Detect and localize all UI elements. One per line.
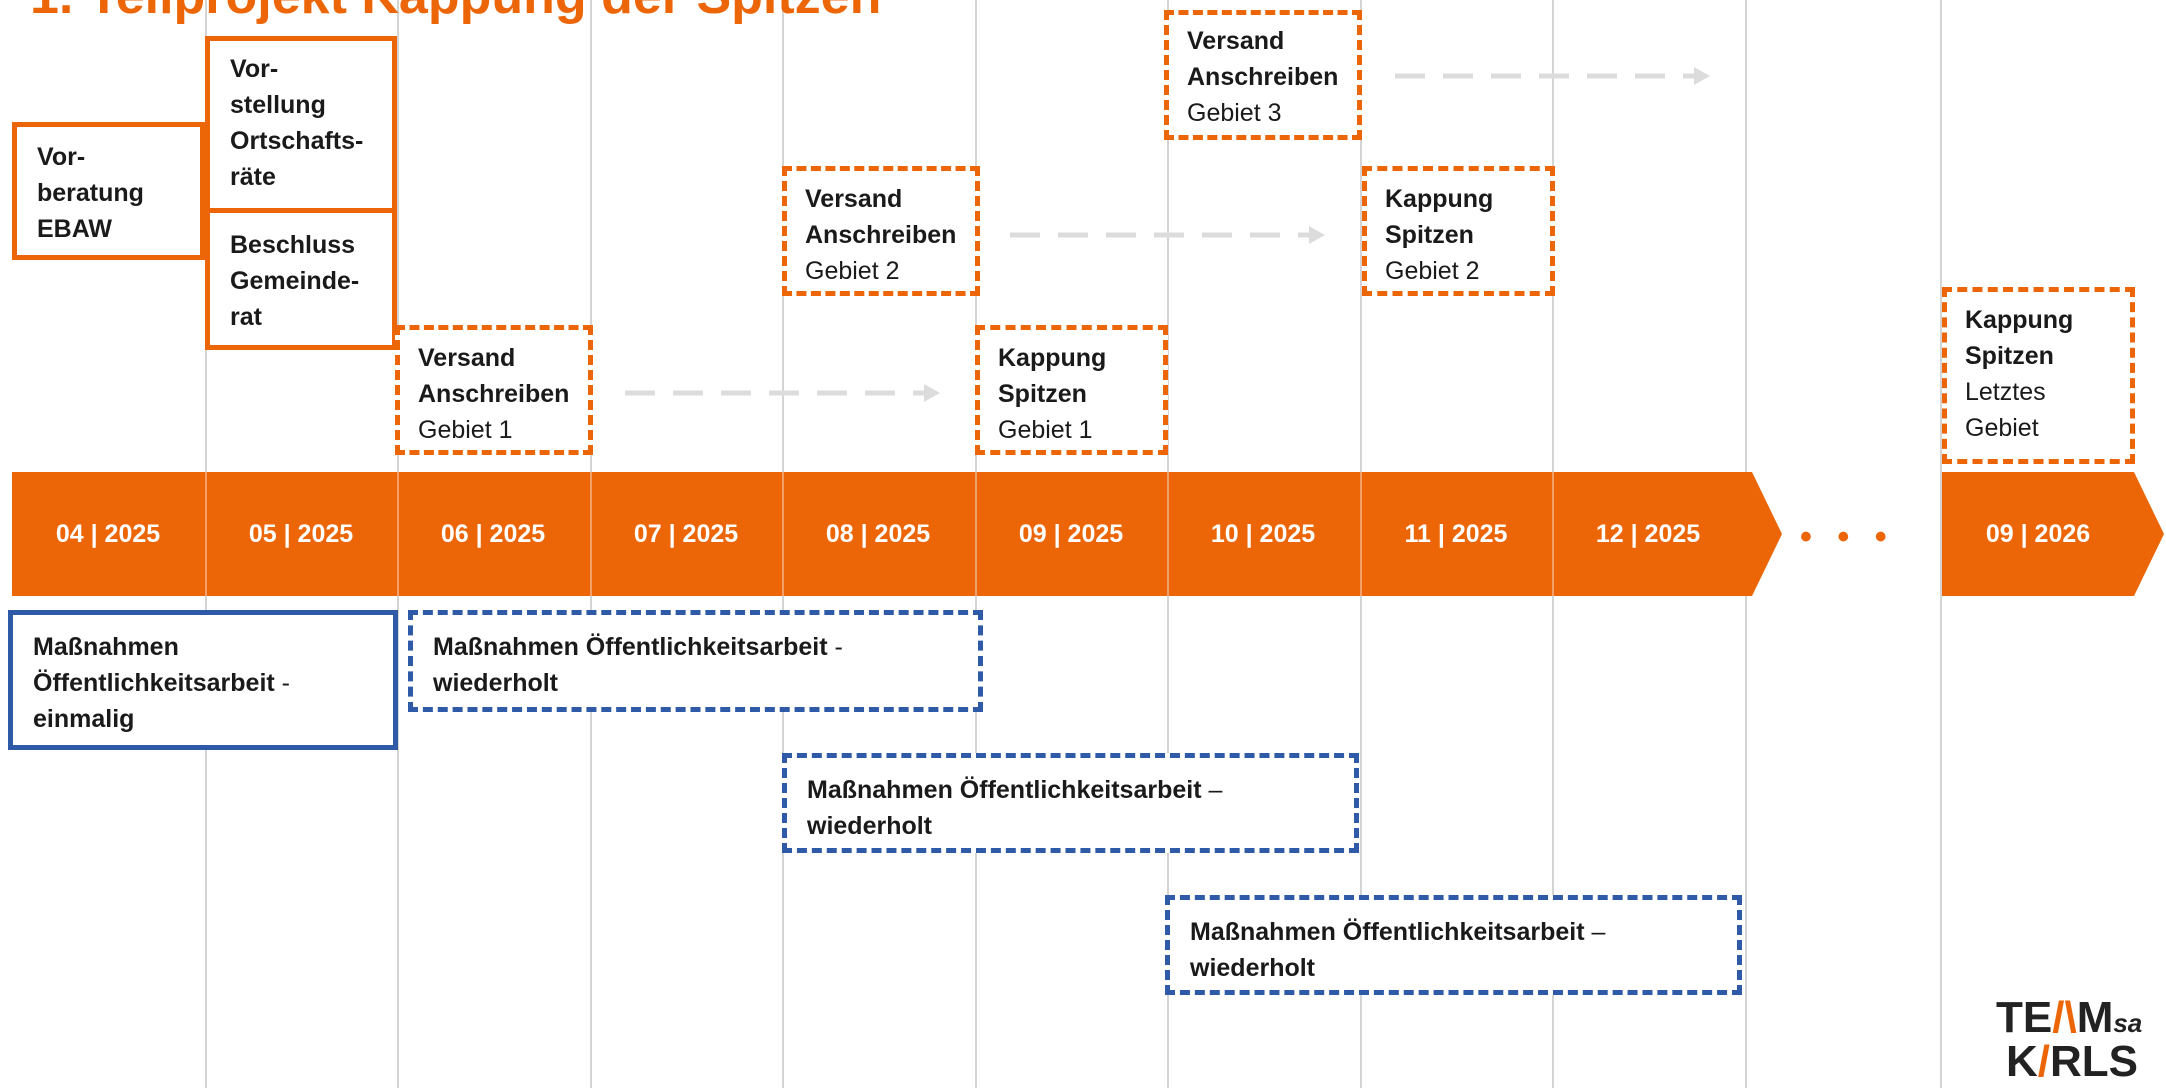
logo-text: K (2006, 1037, 2038, 1086)
box-label: Kappung Spitzen (998, 344, 1107, 408)
logo-triangle-icon: /\ (2052, 993, 2077, 1042)
logo-text: M (2076, 993, 2114, 1042)
box-sublabel: Letztes Gebiet (1965, 378, 2046, 442)
month-label: 09 | 2026 (1985, 520, 2091, 548)
pr-label: Maßnahmen Öffentlichkeitsarbeit (807, 776, 1202, 804)
month-label: 12 | 2025 (1595, 520, 1701, 548)
timeline-end-arrow-tip (2134, 472, 2164, 596)
timeline-bar (12, 472, 1752, 596)
bar-separator (1360, 472, 1362, 596)
month-label: 10 | 2025 (1210, 520, 1316, 548)
month-label: 09 | 2025 (1018, 520, 1124, 548)
timeline-arrow-tip (1752, 472, 1782, 596)
pr-box-wiederholt-1: Maßnahmen Öffentlichkeitsarbeit - wieder… (408, 610, 983, 712)
bar-separator (975, 472, 977, 596)
ellipsis-icon: • • • (1800, 518, 1895, 556)
logo-text: RLS (2050, 1037, 2139, 1086)
bar-separator (397, 472, 399, 596)
box-label: Vor- stellung Ortschafts- räte (230, 55, 364, 191)
team-karlsruhe-logo-line2: K/RLS (2006, 1040, 2138, 1084)
box-sublabel: Gebiet 2 (1385, 257, 1480, 285)
box-vorstellung: Vor- stellung Ortschafts- räte (205, 36, 397, 213)
box-vorberatung: Vor- beratung EBAW (12, 122, 205, 260)
pr-box-wiederholt-3: Maßnahmen Öffentlichkeitsarbeit – wieder… (1165, 895, 1742, 995)
box-label: Beschluss Gemeinde- rat (230, 231, 360, 331)
box-versand-gebiet1: Versand Anschreiben Gebiet 1 (395, 325, 593, 455)
box-sublabel: Gebiet 2 (805, 257, 900, 285)
pr-dash: – (1201, 776, 1223, 804)
box-label: Kappung Spitzen (1385, 185, 1494, 249)
bar-separator (1167, 472, 1169, 596)
pr-label-suffix: einmalig (33, 705, 135, 733)
team-karlsruhe-logo: TE/\Msa (1996, 996, 2142, 1045)
month-label: 08 | 2025 (825, 520, 931, 548)
month-label: 07 | 2025 (633, 520, 739, 548)
bar-separator (590, 472, 592, 596)
timeline-bar-end (1942, 472, 2134, 596)
pr-box-wiederholt-2: Maßnahmen Öffentlichkeitsarbeit – wieder… (782, 753, 1359, 853)
box-sublabel: Gebiet 3 (1187, 99, 1282, 127)
box-label: Kappung Spitzen (1965, 306, 2074, 370)
pr-label: Maßnahmen Öffentlichkeitsarbeit (1190, 918, 1585, 946)
box-label: Versand Anschreiben (805, 185, 957, 249)
arrow-head-2 (1309, 226, 1325, 244)
logo-text: TE (1996, 993, 2053, 1042)
box-sublabel: Gebiet 1 (998, 416, 1093, 444)
box-label: Versand Anschreiben (418, 344, 570, 408)
box-label: Versand Anschreiben (1187, 27, 1339, 91)
box-kappung-gebiet2: Kappung Spitzen Gebiet 2 (1362, 166, 1555, 296)
month-label: 04 | 2025 (55, 520, 161, 548)
grid-line (1940, 0, 1942, 1088)
arrow-head-3 (1694, 67, 1710, 85)
pr-dash: – (1584, 918, 1606, 946)
pr-label-suffix: wiederholt (433, 669, 559, 697)
box-beschluss: Beschluss Gemeinde- rat (205, 208, 397, 350)
month-label: 06 | 2025 (440, 520, 546, 548)
box-kappung-letztes: Kappung Spitzen Letztes Gebiet (1942, 287, 2135, 464)
bar-separator (782, 472, 784, 596)
box-versand-gebiet2: Versand Anschreiben Gebiet 2 (782, 166, 980, 296)
pr-label-suffix: wiederholt (1190, 954, 1316, 982)
box-versand-gebiet3: Versand Anschreiben Gebiet 3 (1164, 10, 1362, 140)
page-title: 1. Teilprojekt Kappung der Spitzen (30, 0, 881, 26)
box-kappung-gebiet1: Kappung Spitzen Gebiet 1 (975, 325, 1168, 455)
pr-dash: - (274, 669, 291, 697)
bar-separator (205, 472, 207, 596)
bar-separator (1552, 472, 1554, 596)
logo-text: sa (2113, 1008, 2143, 1038)
pr-label-suffix: wiederholt (807, 812, 933, 840)
pr-box-einmalig: Maßnahmen Öffentlichkeitsarbeit - einmal… (8, 610, 398, 750)
pr-dash: - (827, 633, 843, 661)
arrow-head-1 (924, 384, 940, 402)
box-sublabel: Gebiet 1 (418, 416, 513, 444)
logo-triangle-icon: / (2037, 1037, 2051, 1086)
month-label: 11 | 2025 (1404, 520, 1508, 548)
pr-label: Maßnahmen Öffentlichkeitsarbeit (33, 633, 275, 697)
box-label: Vor- beratung EBAW (37, 143, 144, 243)
pr-label: Maßnahmen Öffentlichkeitsarbeit (433, 633, 828, 661)
month-label: 05 | 2025 (248, 520, 354, 548)
